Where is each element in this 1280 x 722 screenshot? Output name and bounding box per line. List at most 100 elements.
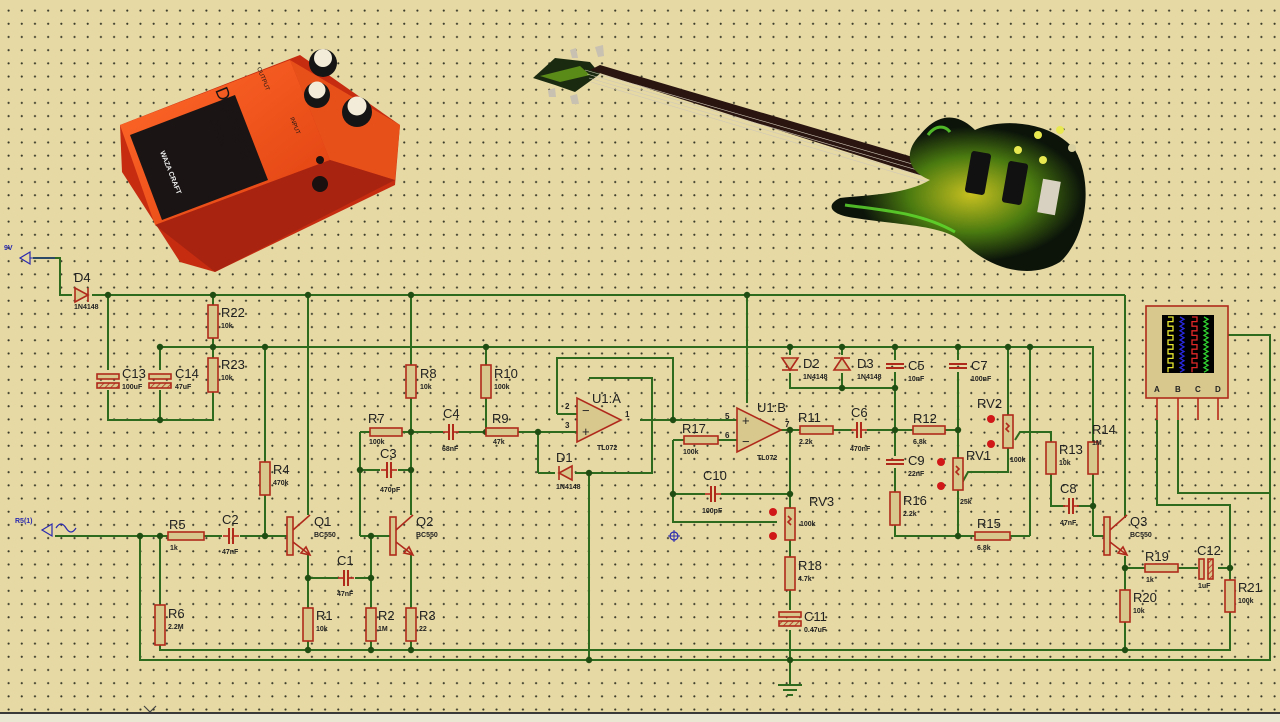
component-label: R15 <box>977 516 1001 531</box>
component-value: 2.2k <box>903 511 917 518</box>
component-value: 22nF <box>908 471 925 478</box>
component-label: R10 <box>494 366 518 381</box>
component-value: 10k <box>221 375 233 382</box>
wires <box>33 257 1271 696</box>
component-value: 1k <box>170 545 178 552</box>
component-value: 47nF <box>222 549 239 556</box>
junction-dot <box>838 343 846 351</box>
input-terminal[interactable]: R5(1) <box>15 518 77 538</box>
oscilloscope-traces <box>1167 316 1210 373</box>
component-label: R11 <box>798 410 821 425</box>
component-label: Q3 <box>1130 514 1147 529</box>
component-label: R22 <box>221 305 245 320</box>
component-value: 6.8k <box>913 439 927 446</box>
component-value: 470pF <box>380 487 401 494</box>
component-value: 4.7k <box>798 576 812 583</box>
component-label: C7 <box>971 358 988 373</box>
component-label: R4 <box>273 462 290 477</box>
component-label: R3 <box>419 608 436 623</box>
opamp-input-sign: − <box>742 434 750 449</box>
component-value: 2.2k <box>799 439 813 446</box>
component-label: R23 <box>221 357 245 372</box>
component-value: BC550 <box>314 532 336 539</box>
component-label: C14 <box>175 366 199 381</box>
component-label: C3 <box>380 446 397 461</box>
pin-number: 5 <box>725 412 730 421</box>
component-label: R2 <box>378 608 395 623</box>
junction-dot <box>261 343 269 351</box>
junction-dot <box>1121 646 1129 654</box>
component-label: C5 <box>908 358 925 373</box>
opamp-input-sign: − <box>582 403 590 418</box>
component-label: R17 <box>682 421 706 436</box>
junction-dot <box>1089 502 1097 510</box>
component-value: 1M <box>1092 440 1102 447</box>
component-label: D2 <box>803 356 820 371</box>
capacitor-c3[interactable]: C3 470pF <box>380 446 401 494</box>
junction-dot <box>367 532 375 540</box>
resistor-r11[interactable]: R11 2.2k <box>798 410 834 446</box>
scope-channel-label: D <box>1215 385 1221 394</box>
component-label: C6 <box>851 405 868 420</box>
resistor-r6[interactable]: R62.2M <box>154 604 185 646</box>
component-label: C4 <box>443 406 460 421</box>
capacitor-c4[interactable]: C4 68nF <box>442 406 460 453</box>
junction-dot <box>156 343 164 351</box>
power-terminal[interactable]: 9V <box>4 245 55 266</box>
status-bar <box>0 712 1280 722</box>
junction-dot <box>669 490 677 498</box>
scroll-marker-icon <box>143 705 157 712</box>
junction-dot <box>136 532 144 540</box>
pedal-image: Distortion DS-1w WAZA CRAFT OUTPUT INPUT <box>120 49 400 272</box>
component-value: 68nF <box>442 446 459 453</box>
component-label: U1:B <box>757 400 786 415</box>
